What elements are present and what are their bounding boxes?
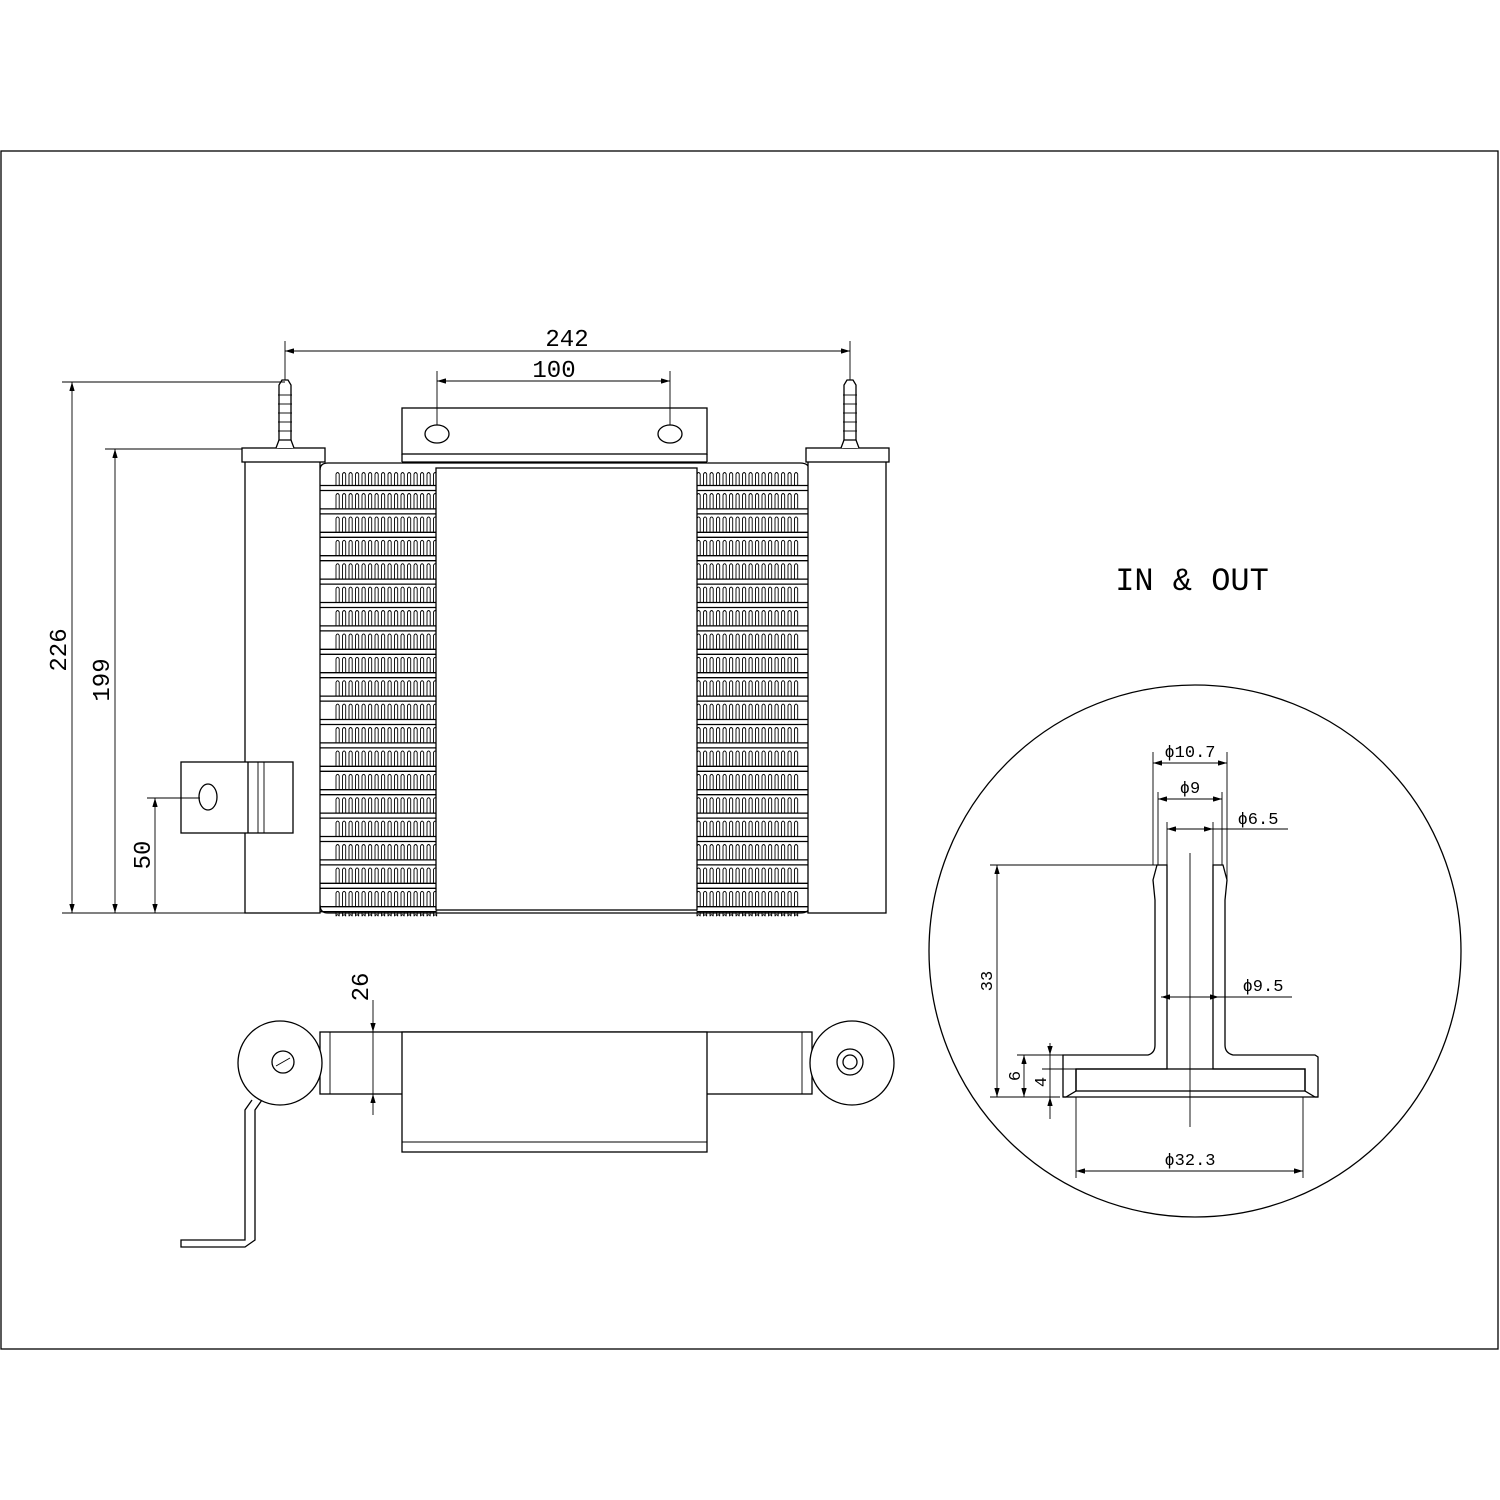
dim-width-242: 242 [545,327,588,354]
front-view: 242 100 226 199 50 [47,327,890,917]
hose-barb [843,379,857,449]
left-tank-cap [241,447,326,463]
right-tank-cap [805,447,890,463]
dim-d-inner: ϕ6.5 [1238,811,1279,830]
tube-left [303,835,436,843]
tube-left [303,672,436,679]
left-tank [244,459,321,914]
tube-left [303,555,436,562]
tube-left [303,508,436,515]
dim-d-flange: ϕ32.3 [1164,1152,1215,1171]
tube-left [303,601,436,609]
side-bracket-hole [198,783,218,811]
tube-left [303,718,436,726]
top-bracket [401,407,708,455]
tube-left [303,484,436,492]
tube-left [303,531,436,538]
tube-left [303,695,436,702]
bottom-bracket [401,1031,708,1153]
tube-left [303,882,436,889]
tube-left [303,742,436,749]
tube-left [303,648,436,655]
dim-height-50: 50 [131,841,158,870]
detail-title: IN & OUT [1115,563,1269,600]
dim-hole-spacing-100: 100 [532,358,575,385]
center-panel [435,467,698,911]
dim-thickness-26: 26 [349,973,376,1002]
right-tank [807,459,887,914]
bracket-hole-right [657,424,683,444]
tube-left [303,578,436,585]
side-bracket [180,761,294,834]
detail-circle [928,684,1462,1218]
dim-recess-4: 4 [1033,1077,1052,1087]
tube-left [303,812,436,819]
tube-left [303,859,436,866]
side-bracket-profile [180,1099,263,1248]
dim-height-226: 226 [47,628,74,671]
bottom-view: 26 [180,973,895,1248]
dim-d-outer: ϕ10.7 [1164,744,1215,763]
tube-left [303,765,436,772]
dim-d-barb: ϕ9 [1180,780,1200,799]
dim-d-stem: ϕ9.5 [1243,978,1284,997]
fitting-detail: ϕ10.7 ϕ9 ϕ6.5 ϕ9.5 33 6 4 ϕ32.3 [928,684,1462,1218]
dim-length-33: 33 [979,971,998,991]
bracket-hole-left [424,424,450,444]
fins [335,472,799,917]
tube-left [303,789,436,796]
tube-left [303,906,436,913]
dim-flange-6: 6 [1007,1071,1026,1081]
hose-barb [278,379,292,449]
dim-height-199: 199 [90,658,117,701]
tube-left [303,625,436,632]
drawing-frame [0,150,1499,1350]
